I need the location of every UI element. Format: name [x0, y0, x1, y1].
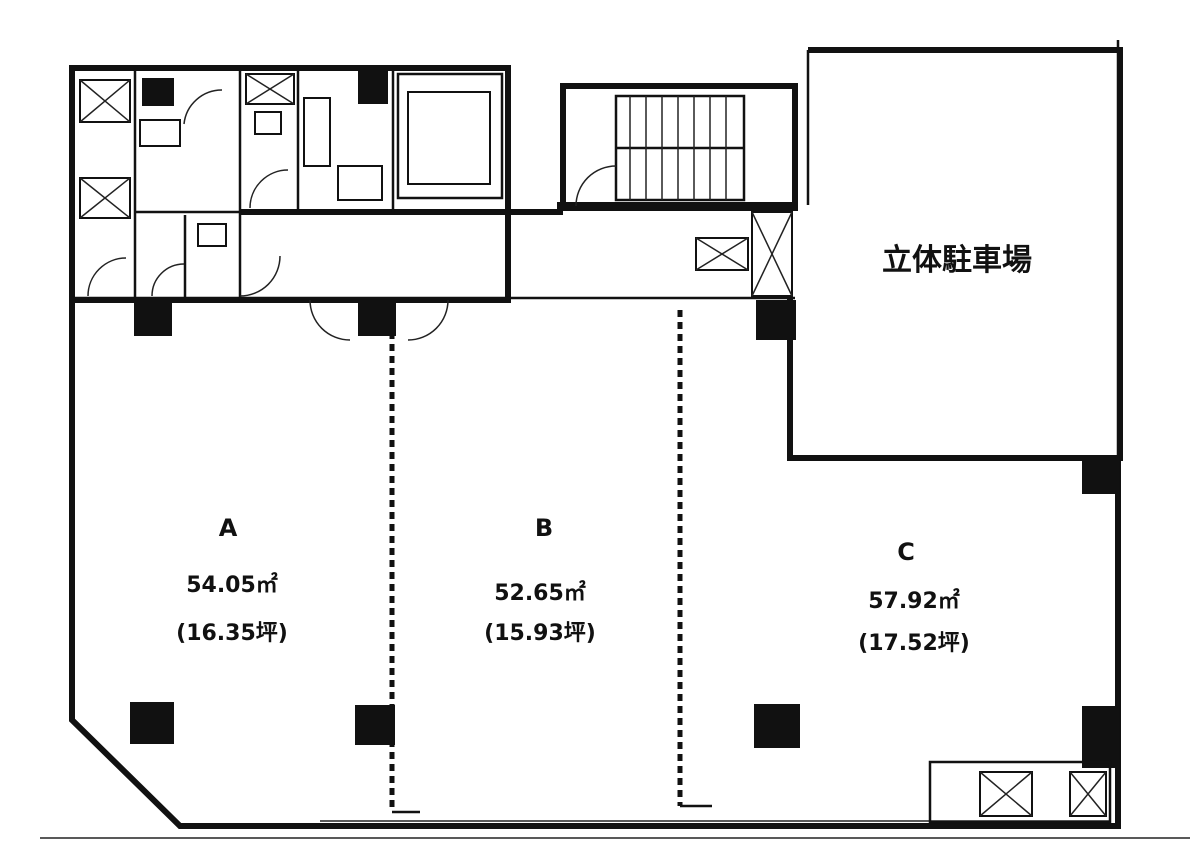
- column: [1082, 456, 1118, 494]
- unit-c-tsubo: (17.52坪): [858, 631, 970, 656]
- door-swing: [249, 169, 289, 209]
- stairwell-outline: [560, 83, 798, 211]
- stairwell: [560, 83, 798, 297]
- unit-b-entry-door: [407, 299, 449, 341]
- unit-a-entry-door: [309, 299, 351, 341]
- parking-outline: [787, 47, 1123, 461]
- unit-a-area: 54.05㎡: [186, 572, 278, 598]
- column: [358, 70, 388, 104]
- toilet-fixture: [197, 223, 227, 247]
- column: [754, 704, 800, 748]
- unit-a-label: A: [219, 514, 238, 542]
- column: [142, 78, 174, 106]
- unit-b-label: B: [535, 514, 553, 542]
- unit-b: B 52.65㎡ (15.93坪): [484, 514, 596, 646]
- door-swing: [87, 257, 127, 297]
- column: [756, 300, 796, 340]
- elevator-shaft: [396, 72, 504, 200]
- duct-shaft-c: [928, 760, 1112, 824]
- parking-label: 立体駐車場: [882, 243, 1032, 278]
- unit-b-tsubo: (15.93坪): [484, 621, 596, 646]
- duct-shaft: [79, 73, 295, 219]
- toilet-fixture: [254, 111, 282, 135]
- service-core-outline: [69, 65, 511, 303]
- column: [130, 702, 174, 744]
- door-swing: [183, 89, 223, 125]
- column: [134, 298, 172, 336]
- counter-fixture: [303, 97, 331, 167]
- elevator-car: [407, 91, 491, 185]
- structural-columns: [130, 298, 1118, 768]
- unit-a: A 54.05㎡ (16.35坪): [176, 514, 288, 646]
- door-swing: [239, 255, 281, 297]
- parking-area: 立体駐車場: [787, 47, 1123, 461]
- unit-a-tsubo: (16.35坪): [176, 621, 288, 646]
- service-core: [69, 65, 795, 303]
- unit-c: C 57.92㎡ (17.52坪): [858, 538, 970, 656]
- door-swing: [575, 165, 617, 207]
- column: [1082, 706, 1118, 768]
- column: [358, 300, 396, 336]
- column: [355, 705, 395, 745]
- slop-sink-fixture: [337, 165, 383, 201]
- unit-c-label: C: [897, 538, 915, 566]
- tenant-floor-outline: [69, 300, 1121, 829]
- unit-c-area: 57.92㎡: [868, 588, 960, 614]
- unit-b-area: 52.65㎡: [494, 580, 586, 606]
- sink-fixture: [139, 119, 181, 147]
- door-swing: [151, 263, 185, 297]
